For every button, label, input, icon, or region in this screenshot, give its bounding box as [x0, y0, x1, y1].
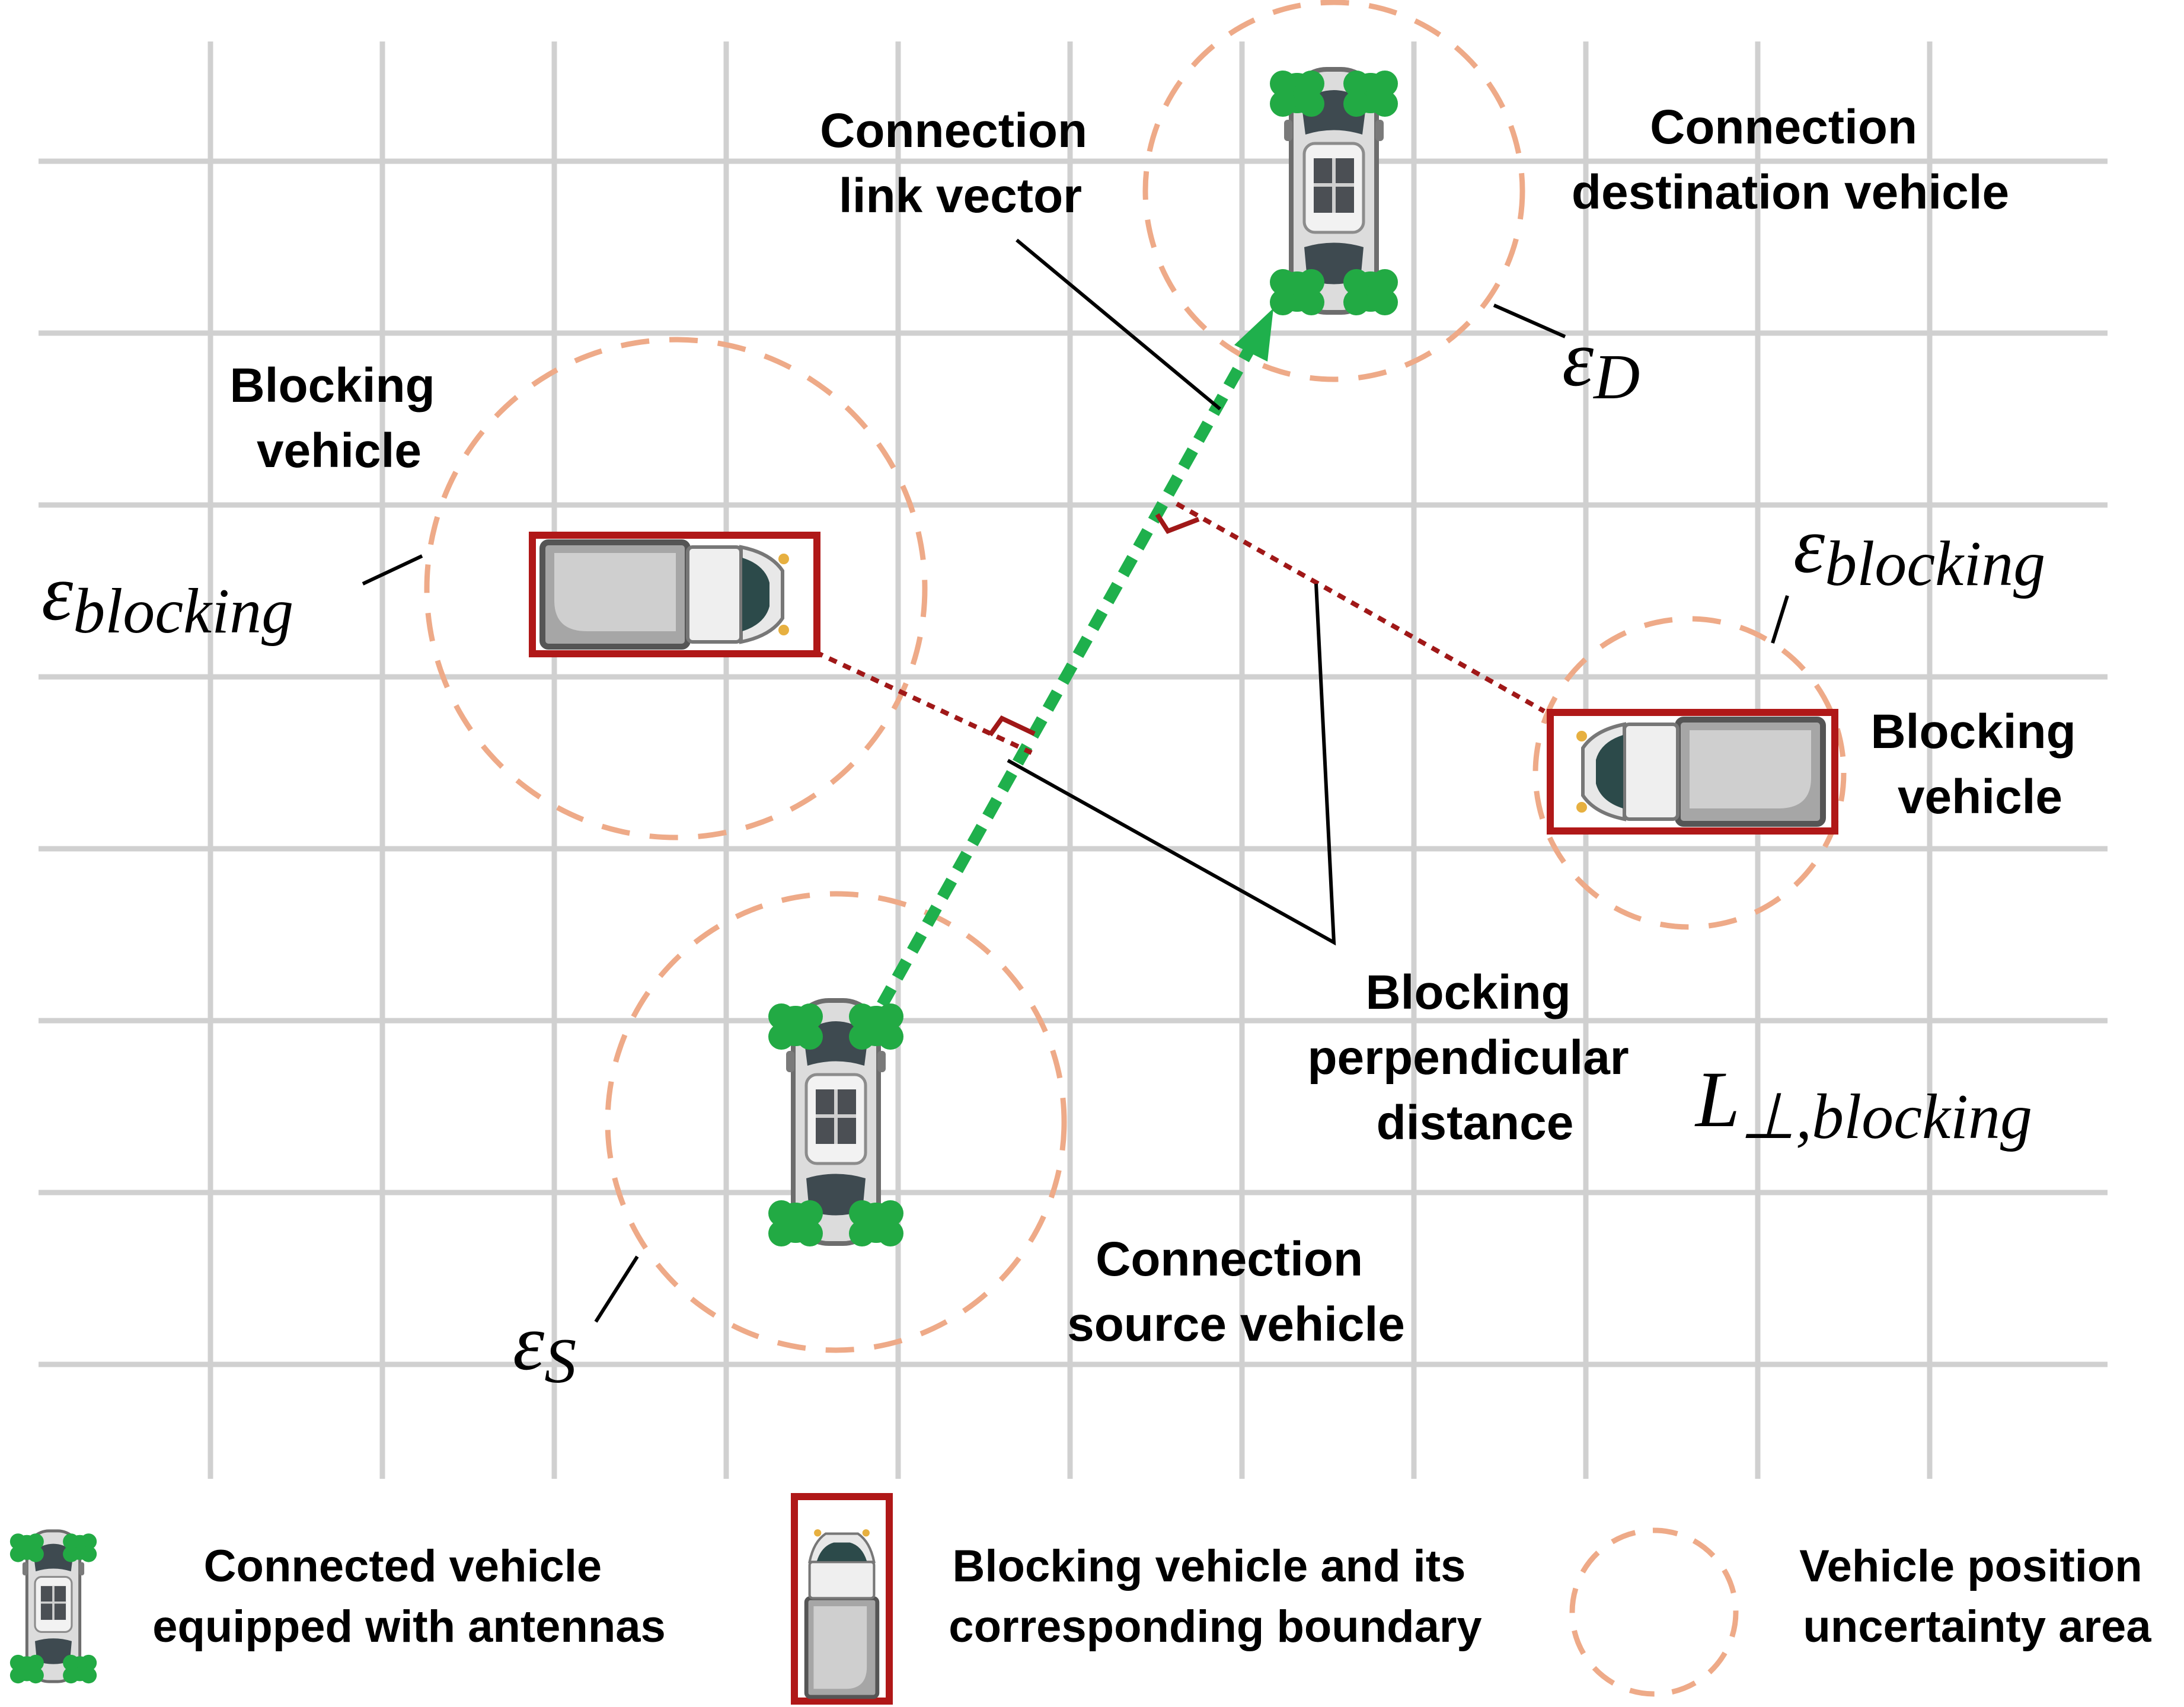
label-link-vector: Connection link vector	[820, 104, 1101, 223]
perpendicular-left	[814, 650, 1033, 755]
connection-link-vector	[877, 308, 1273, 1008]
blocking-vehicle-right	[1547, 709, 1838, 835]
uncertainty-circle-blocking-left	[424, 337, 928, 840]
epsilon-blocking-right-symbol: εblocking	[1793, 501, 2045, 599]
epsilon-d-symbol: εD	[1562, 315, 1640, 413]
legend: Connected vehicle equipped with antennas…	[9, 1493, 2155, 1705]
epsilon-blocking-left-symbol: εblocking	[41, 549, 293, 647]
legend-uncertainty-circle-icon	[1569, 1527, 1739, 1697]
uncertainty-circle-blocking-right	[1532, 616, 1847, 930]
label-blocking-vehicle-right: Blocking vehicle	[1870, 705, 2089, 824]
label-source-vehicle: Connection source vehicle	[1067, 1232, 1405, 1351]
uncertainty-circle-source	[605, 891, 1067, 1353]
perpendicular-distances	[814, 501, 1546, 755]
legend-connected-vehicle-icon	[9, 1531, 97, 1684]
blocking-vehicle-left	[529, 532, 820, 657]
l-perp-blocking-symbol: L⊥,blocking	[1694, 1056, 2032, 1152]
legend-blocking-vehicle-label: Blocking vehicle and its corresponding b…	[949, 1541, 1481, 1652]
legend-uncertainty-area-label: Vehicle position uncertainty area	[1799, 1541, 2155, 1652]
uncertainty-circles	[424, 0, 1847, 1353]
perpendicular-right	[1176, 501, 1546, 714]
legend-blocking-vehicle-icon	[791, 1493, 893, 1705]
label-blocking-vehicle-left: Blocking vehicle	[229, 359, 448, 478]
road-grid	[39, 41, 2108, 1479]
source-vehicle	[768, 1000, 903, 1246]
right-angle-marker-left	[988, 715, 1036, 737]
destination-vehicle	[1270, 69, 1398, 315]
right-angle-marker-right	[1155, 513, 1200, 534]
label-destination-vehicle: Connection destination vehicle	[1572, 100, 2009, 219]
legend-connected-vehicle-label: Connected vehicle equipped with antennas	[152, 1541, 666, 1652]
epsilon-s-symbol: εS	[513, 1299, 576, 1396]
leader-lines	[362, 238, 1789, 1323]
uncertainty-circle-destination	[1142, 0, 1525, 382]
label-perpendicular-distance: Blocking perpendicular distance	[1307, 966, 1642, 1150]
